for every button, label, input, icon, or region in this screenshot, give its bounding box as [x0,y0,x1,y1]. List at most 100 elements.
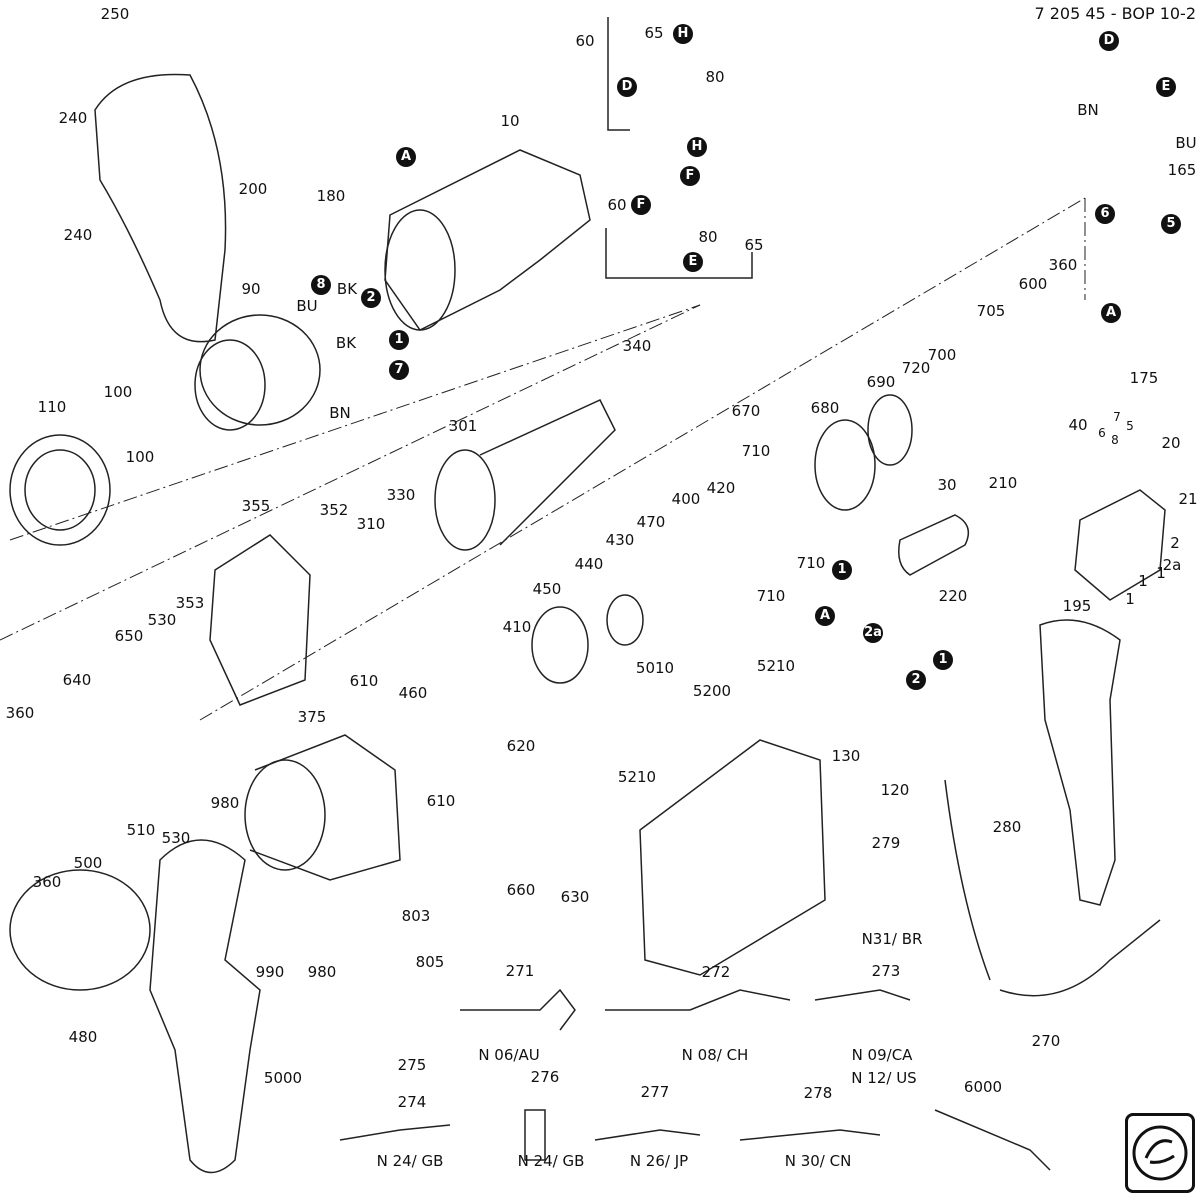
connector-marker: A [396,147,416,167]
part-label: 220 [938,587,968,605]
part-label: 2 [1170,534,1180,552]
bearing-plate-355 [209,534,311,706]
connector-marker: E [1156,77,1176,97]
switch-terminal-label: 6 [1098,426,1106,440]
part-label: 240 [63,226,93,244]
part-label: N 24/ GB [517,1152,585,1170]
armature-301 [434,399,616,551]
part-label: 530 [161,829,191,847]
brush-holders-60 [605,17,753,279]
part-label: 640 [62,671,92,689]
part-label: BU [296,297,318,315]
part-label: 5010 [635,659,675,677]
part-label: 279 [871,834,901,852]
part-label: 210 [988,474,1018,492]
part-label: 1 [1125,590,1135,608]
connector-marker: E [683,252,703,272]
connector-marker: A [815,606,835,626]
part-label: 375 [297,708,327,726]
part-label: 352 [319,501,349,519]
connector-marker: H [673,24,693,44]
part-label: 500 [73,854,103,872]
switch-20 [1074,489,1166,601]
gears-stage [531,394,913,684]
part-label: 165 [1167,161,1197,179]
handle-195 [1039,619,1121,906]
part-label: 980 [307,963,337,981]
part-label: 440 [574,555,604,573]
part-label: 100 [125,448,155,466]
connector-marker: H [687,137,707,157]
part-label: N 08/ CH [681,1046,749,1064]
part-label: 420 [706,479,736,497]
part-label: 200 [238,180,268,198]
part-label: 180 [316,187,346,205]
part-label: 280 [992,818,1022,836]
part-label: 990 [255,963,285,981]
assembly-guide-lines [0,197,1086,721]
cable-270 [944,779,1161,997]
part-label: 805 [415,953,445,971]
part-label: 2a [1162,556,1182,574]
part-label: 360 [32,873,62,891]
part-label: 710 [796,554,826,572]
part-label: 460 [398,684,428,702]
part-label: 60 [607,196,627,214]
part-label: 480 [68,1028,98,1046]
part-label: 40 [1068,416,1088,434]
plug-cords [339,988,1051,1171]
part-label: 650 [114,627,144,645]
field-coil-90 [194,314,321,431]
part-label: 100 [103,383,133,401]
part-label: 270 [1031,1032,1061,1050]
part-label: 195 [1062,597,1092,615]
motor-housing-10 [384,149,591,331]
part-label: 271 [505,962,535,980]
fan-guide-110 [9,434,111,546]
part-label: 720 [901,359,931,377]
part-label: 310 [356,515,386,533]
part-label: 65 [744,236,764,254]
part-label: 130 [831,747,861,765]
part-label: 430 [605,531,635,549]
connector-marker: D [617,77,637,97]
part-label: 5210 [756,657,796,675]
switch-terminal-label: 5 [1126,419,1134,433]
part-label: 700 [927,346,957,364]
connector-marker: 8 [311,275,331,295]
part-label: 330 [386,486,416,504]
part-label: 273 [871,962,901,980]
part-label: 705 [976,302,1006,320]
carrying-case-5010 [639,739,826,976]
part-label: 670 [731,402,761,420]
part-label: BN [1077,101,1099,119]
auxiliary-handle-5000 [149,839,261,1174]
part-label: 80 [705,68,725,86]
connector-marker: D [1099,31,1119,51]
part-label: 710 [756,587,786,605]
part-label: 250 [100,5,130,23]
part-label: N 30/ CN [784,1152,852,1170]
gear-housing-375 [244,734,401,881]
part-label: 80 [698,228,718,246]
connector-marker: 6 [1095,204,1115,224]
part-label: 5210 [617,768,657,786]
part-label: 278 [803,1084,833,1102]
part-label: 360 [5,704,35,722]
part-label: 803 [401,907,431,925]
part-label: 980 [210,794,240,812]
part-label: 275 [397,1056,427,1074]
part-label: 530 [147,611,177,629]
connector-marker: F [631,195,651,215]
part-label: N 26/ JP [629,1152,689,1170]
part-label: 355 [241,497,271,515]
connector-marker: 2 [906,670,926,690]
part-label: 510 [126,821,156,839]
connector-marker: 2a [863,623,883,643]
part-label: 10 [500,112,520,130]
part-label: N31/ BR [861,930,923,948]
part-label: 301 [448,417,478,435]
part-label: 690 [866,373,896,391]
part-label: 30 [937,476,957,494]
